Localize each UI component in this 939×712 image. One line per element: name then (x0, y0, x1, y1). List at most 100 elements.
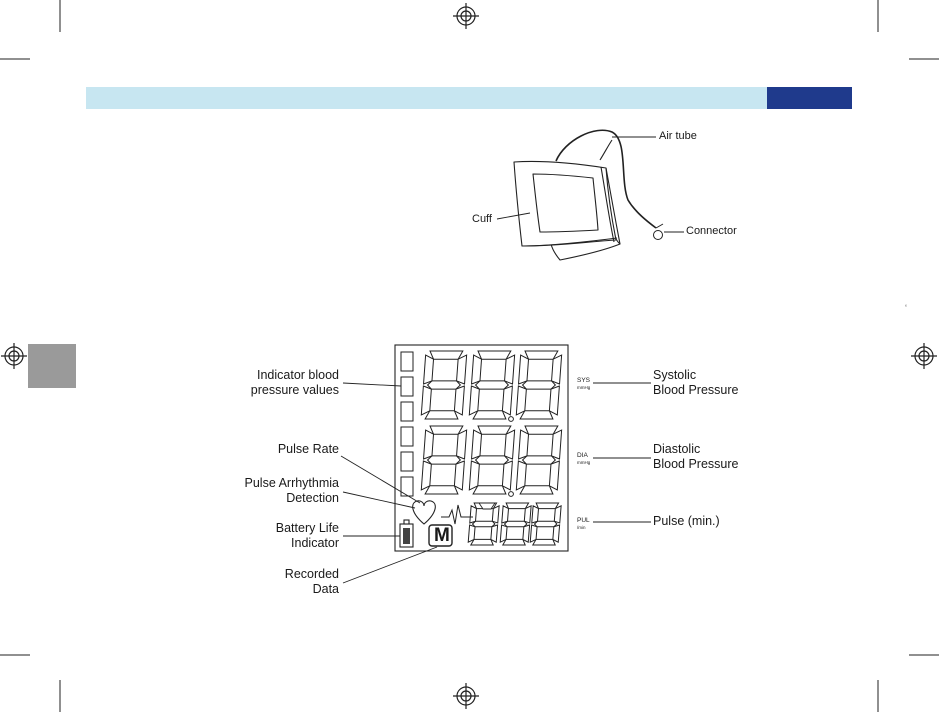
lcd-segment (531, 538, 556, 546)
stray-mark: ʻ (905, 303, 907, 313)
lcd-segment (469, 538, 494, 546)
label-battery-life: Battery Life Indicator (276, 521, 339, 551)
lcd-segment (517, 354, 530, 385)
label-line: Blood Pressure (653, 457, 739, 471)
label-line: Systolic (653, 368, 697, 382)
pulse-wave-icon (441, 504, 473, 525)
lcd-segment (468, 460, 480, 491)
lcd-segment (471, 520, 496, 528)
lcd-segment (548, 385, 560, 416)
label-connector: Connector (686, 225, 737, 237)
label-pulse-rate: Pulse Rate (278, 442, 339, 457)
lcd-segment (501, 538, 526, 546)
lcd-segment (501, 460, 513, 491)
lcd-segment (426, 455, 462, 465)
lcd-segment (429, 425, 464, 435)
label-diastolic: Diastolic Blood Pressure (653, 442, 738, 472)
lcd-sys-label: SYS (577, 377, 591, 384)
label-line: Diastolic (653, 442, 701, 456)
label-line: Recorded (284, 567, 339, 581)
lcd-segment (453, 460, 465, 491)
lcd-segment (503, 520, 528, 528)
lcd-segment (420, 460, 432, 491)
battery-icon (399, 519, 414, 548)
lcd-dia-label: DIA (577, 452, 588, 459)
lcd-segment (519, 485, 554, 495)
lcd-pul-label: PUL (577, 517, 590, 524)
label-line: pressure values (250, 383, 339, 397)
label-line: Pulse Arrhythmia (244, 476, 339, 490)
label-cuff: Cuff (472, 213, 492, 225)
lcd-segment (453, 385, 465, 416)
lcd-dia-unit: mmHg (577, 460, 591, 465)
lcd-segment (477, 350, 512, 360)
lcd-segment (517, 429, 530, 460)
heart-icon (412, 500, 436, 525)
lcd-segment (551, 354, 563, 385)
lcd-segment (504, 354, 516, 385)
lcd-segment (553, 504, 562, 524)
lcd-segment (422, 354, 435, 385)
header-band (86, 87, 767, 109)
memory-icon (428, 524, 453, 547)
label-line: Detection (286, 491, 339, 505)
lcd-segment (474, 380, 510, 390)
lcd-segment (426, 380, 462, 390)
lcd-segment (551, 429, 563, 460)
lcd-segment (467, 524, 476, 544)
lcd-segment (519, 410, 554, 420)
lcd-segment (531, 505, 540, 524)
lcd-segment (548, 460, 560, 491)
lcd-segment (470, 429, 483, 460)
lcd-segment (422, 429, 435, 460)
label-line: Pulse (min.) (653, 514, 720, 528)
label-systolic: Systolic Blood Pressure (653, 368, 738, 398)
side-chapter-tab (28, 344, 76, 388)
label-indicator-blood-pressure: Indicator blood pressure values (251, 368, 339, 398)
header-accent-block (767, 87, 852, 109)
label-line: Data (312, 582, 339, 596)
lcd-segment (499, 524, 508, 544)
connector-icon (653, 230, 663, 240)
lcd-pul-unit: /min (577, 525, 586, 530)
label-recorded-data: Recorded Data (285, 567, 339, 597)
lcd-segment (524, 425, 559, 435)
lcd-segment (552, 524, 561, 543)
lcd-segment (504, 429, 516, 460)
lcd-segment (501, 385, 513, 416)
lcd-segment (472, 485, 507, 495)
lcd-segment (521, 380, 557, 390)
lcd-segment (420, 385, 432, 416)
label-line: Blood Pressure (653, 383, 739, 397)
lcd-segment (522, 524, 531, 543)
lcd-segment (468, 385, 480, 416)
label-line: Indicator (291, 536, 339, 550)
label-line: Battery Life (275, 521, 339, 535)
lcd-segment (469, 505, 478, 524)
lcd-segment (456, 354, 468, 385)
label-air-tube: Air tube (659, 130, 697, 142)
lcd-segment (490, 524, 499, 543)
lcd-segment (529, 524, 538, 544)
lcd-segment (515, 460, 527, 491)
lcd-segment (491, 504, 500, 524)
lcd-segment (523, 504, 532, 524)
lcd-segment (521, 455, 557, 465)
lcd-segment (429, 350, 464, 360)
lcd-segment (472, 410, 507, 420)
lcd-segment (515, 385, 527, 416)
lcd-segment (456, 429, 468, 460)
memory-letter: M (434, 525, 450, 546)
lcd-segment (533, 520, 558, 528)
lcd-segment (474, 455, 510, 465)
lcd-segment (505, 502, 530, 510)
lcd-segment (535, 502, 560, 510)
lcd-segment (477, 425, 512, 435)
label-line: Indicator blood (256, 368, 339, 382)
lcd-sys-unit: mmHg (577, 385, 591, 390)
label-pulse-min: Pulse (min.) (653, 514, 720, 529)
lcd-segment (501, 505, 510, 524)
lcd-segment (470, 354, 483, 385)
indicator-bar-column (400, 351, 414, 497)
